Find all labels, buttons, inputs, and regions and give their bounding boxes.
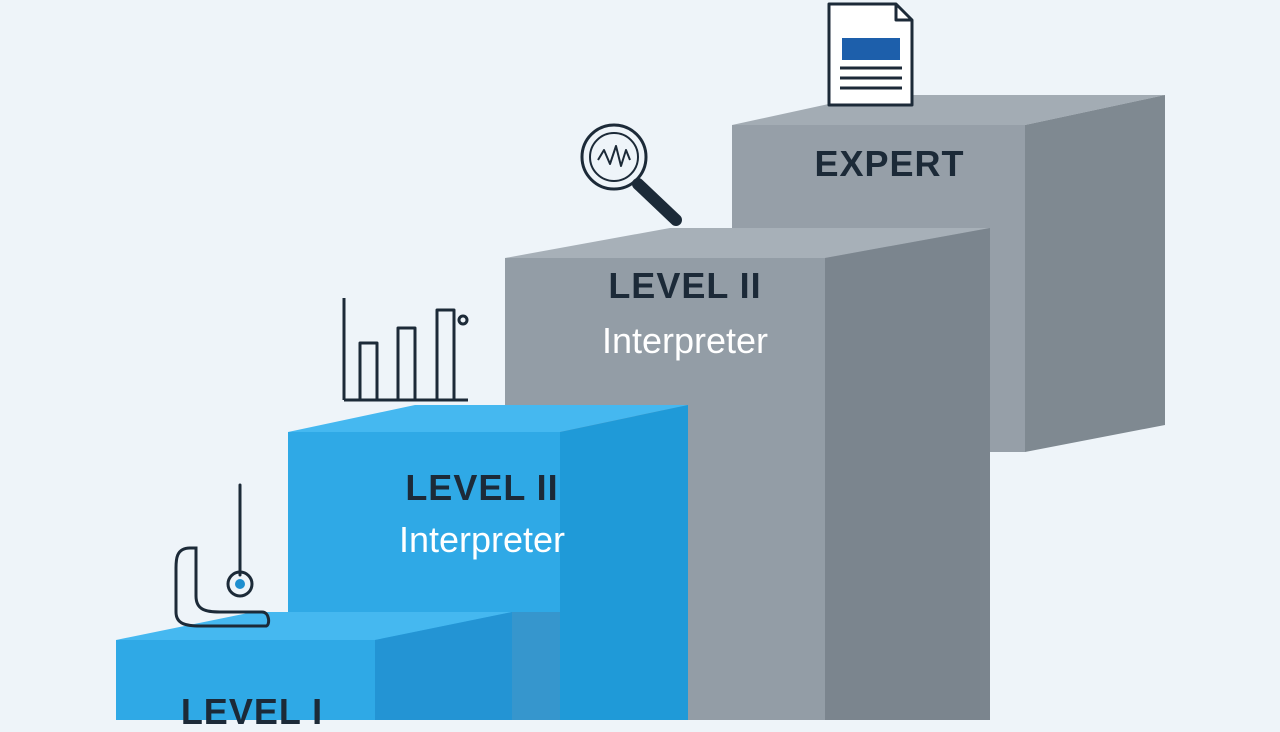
step-level1-side	[375, 612, 512, 720]
step-level2-blue-top	[288, 405, 688, 432]
magnifier-waveform-icon	[580, 123, 682, 226]
bar-chart-icon	[342, 298, 469, 402]
step-expert-side	[1025, 95, 1165, 452]
step-level2-gray-label: LEVEL II Interpreter	[505, 268, 865, 359]
level2-gray-role-text: Interpreter	[601, 320, 769, 361]
probe-icon	[174, 483, 271, 628]
level2-blue-level-text: LEVEL II	[405, 467, 559, 508]
step-level2-blue-label: LEVEL II Interpreter	[288, 470, 676, 558]
level1-level-text: LEVEL I	[180, 691, 324, 732]
step-level1-shadow	[512, 612, 560, 720]
level2-blue-role-text: Interpreter	[398, 519, 566, 560]
step-level1	[116, 612, 560, 720]
step-level1-label: LEVEL I	[116, 694, 388, 730]
step-level1-front	[116, 640, 375, 720]
step-level2-gray-top	[505, 228, 990, 258]
step-expert-label: EXPERT	[732, 146, 1047, 182]
step-level2-blue-side	[560, 405, 688, 720]
step-level1-top	[116, 612, 512, 640]
step-level2-gray-side	[825, 228, 990, 720]
expert-level-text: EXPERT	[814, 143, 965, 184]
document-icon	[827, 2, 914, 107]
level2-gray-level-text: LEVEL II	[608, 265, 762, 306]
